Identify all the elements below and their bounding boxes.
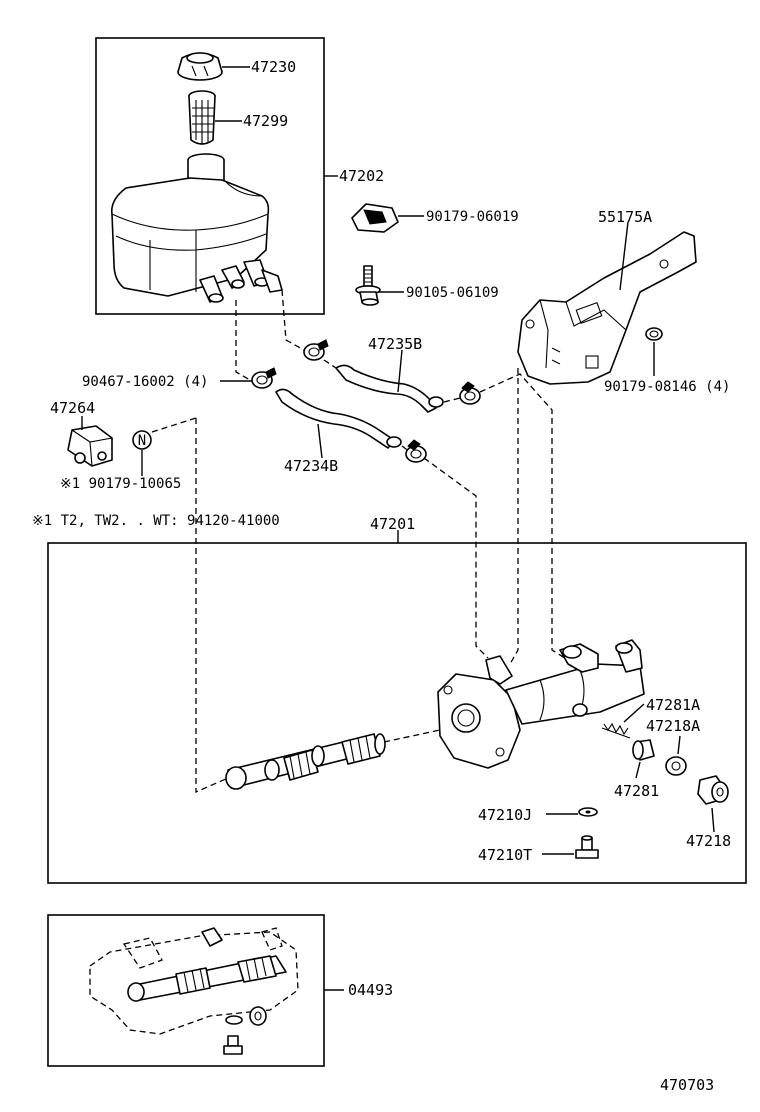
label-47264: 47264 xyxy=(50,399,95,417)
label-90179-08146: 90179-08146 (4) xyxy=(604,379,730,395)
master-cylinder-frame xyxy=(47,542,747,884)
bracket-part xyxy=(517,231,697,385)
clip-part xyxy=(351,203,399,233)
clevis-47264 xyxy=(67,425,113,467)
label-47218: 47218 xyxy=(686,832,731,850)
master-cylinder-body xyxy=(437,639,645,769)
label-47210T: 47210T xyxy=(478,846,532,864)
hose-clamp-3 xyxy=(459,381,481,405)
washer-47210J xyxy=(578,807,598,817)
label-47218A: 47218A xyxy=(646,717,700,735)
label-47281: 47281 xyxy=(614,782,659,800)
reservoir-tank xyxy=(110,153,283,303)
reservoir-strainer xyxy=(188,90,216,145)
hose-clamp-1 xyxy=(303,339,329,361)
repair-kit-ghost-body xyxy=(89,927,299,1035)
label-47281A: 47281A xyxy=(646,696,700,714)
piston-assembly xyxy=(225,733,386,790)
label-47235B: 47235B xyxy=(368,335,422,353)
plug-47218 xyxy=(697,775,729,805)
hose-47234B xyxy=(275,388,402,449)
hose-47235B xyxy=(335,364,444,413)
reservoir-cap xyxy=(177,52,223,81)
label-47234B: 47234B xyxy=(284,457,338,475)
nut-n-marker-label: N xyxy=(138,433,146,449)
nut-n-marker: N xyxy=(132,430,152,450)
sleeve-47281 xyxy=(632,739,655,761)
repair-kit-piston xyxy=(127,955,287,1002)
label-90105-06109: 90105-06109 xyxy=(406,285,499,301)
label-90179-10065: ※1 90179-10065 xyxy=(60,476,181,492)
diagram-id: 470703 xyxy=(660,1076,714,1094)
bolt-part xyxy=(355,265,381,306)
label-90467-16002: 90467-16002 (4) xyxy=(82,374,208,390)
label-90179-06019: 90179-06019 xyxy=(426,209,519,225)
repair-kit-small-parts xyxy=(223,1006,267,1055)
note-applicability: ※1 T2, TW2. . WT: 94120-41000 xyxy=(32,513,280,529)
nut-part xyxy=(645,327,663,341)
washer-47218A xyxy=(665,756,687,776)
spring-47281A xyxy=(601,722,631,739)
label-47201: 47201 xyxy=(370,515,415,533)
hose-clamp-2 xyxy=(251,367,277,389)
label-55175A: 55175A xyxy=(598,208,652,226)
hose-clamp-4 xyxy=(405,439,427,463)
label-04493: 04493 xyxy=(348,981,393,999)
bleeder-47210T xyxy=(575,835,599,859)
label-47210J: 47210J xyxy=(478,806,532,824)
label-47230: 47230 xyxy=(251,58,296,76)
label-47202: 47202 xyxy=(339,167,384,185)
label-47299: 47299 xyxy=(243,112,288,130)
